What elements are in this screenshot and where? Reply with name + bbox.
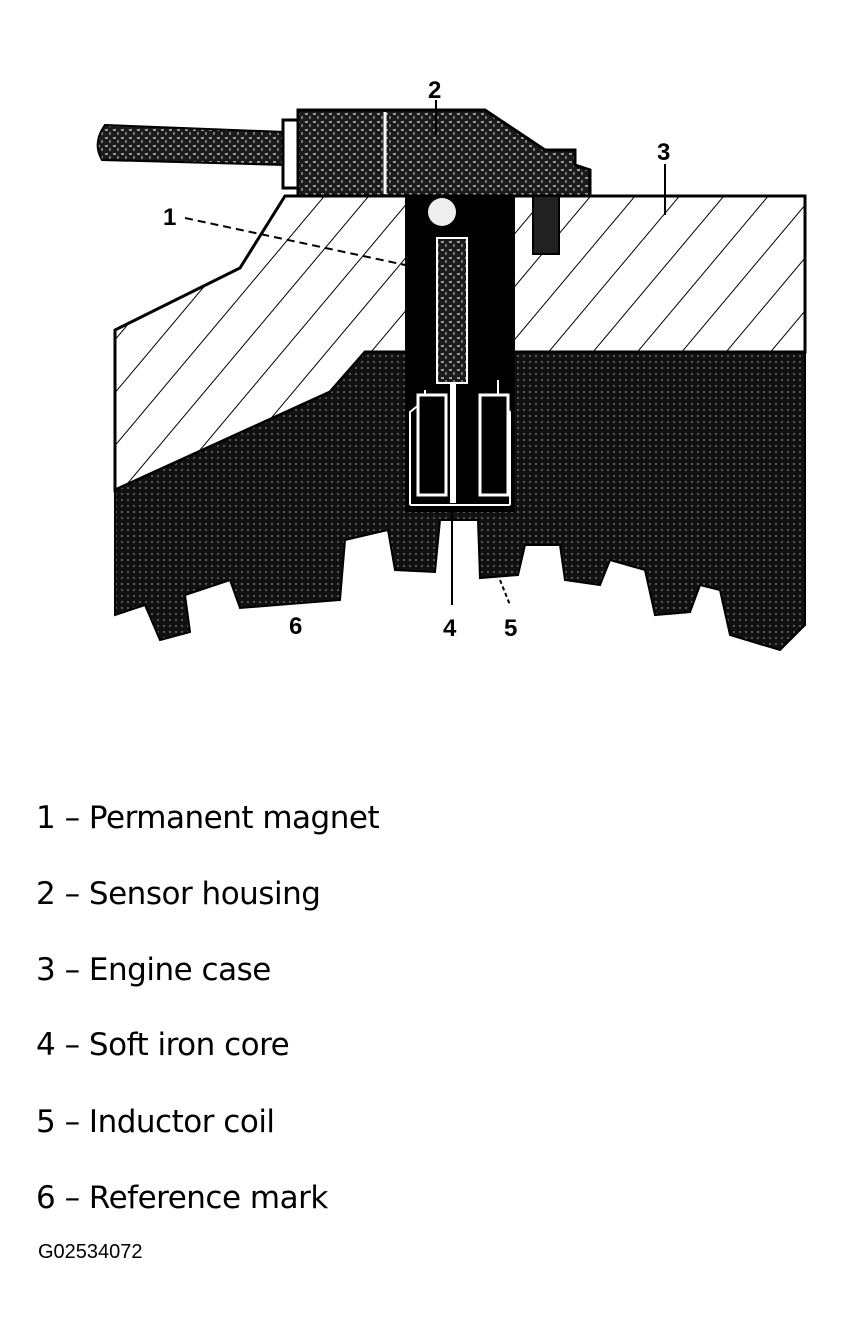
callout-4: 4 — [443, 615, 457, 642]
sensor-cross-section-illustration: 1 2 3 4 5 6 — [96, 77, 807, 652]
callout-3: 3 — [657, 139, 670, 166]
callout-5: 5 — [504, 615, 517, 642]
figure-code: G02534072 — [38, 1241, 143, 1263]
soft-iron-core — [450, 383, 456, 503]
sensor-cable — [96, 123, 286, 167]
sensor-housing — [296, 108, 592, 198]
leader-line-5 — [499, 579, 511, 606]
mounting-bolt — [532, 195, 560, 255]
legend-item-permanent-magnet: 1 – Permanent magnet — [36, 800, 380, 836]
callout-1: 1 — [163, 204, 176, 231]
legend-item-inductor-coil: 5 – Inductor coil — [36, 1104, 275, 1140]
inductor-coil-left — [416, 393, 448, 497]
legend-item-reference-mark: 6 – Reference mark — [36, 1180, 328, 1216]
legend-item-soft-iron-core: 4 – Soft iron core — [36, 1027, 290, 1063]
legend-item-engine-case: 3 – Engine case — [36, 952, 271, 988]
callout-6: 6 — [289, 613, 302, 640]
inductor-coil-right — [478, 393, 510, 497]
callout-2: 2 — [428, 77, 441, 104]
legend-item-sensor-housing: 2 – Sensor housing — [36, 876, 321, 912]
permanent-magnet — [436, 237, 468, 384]
